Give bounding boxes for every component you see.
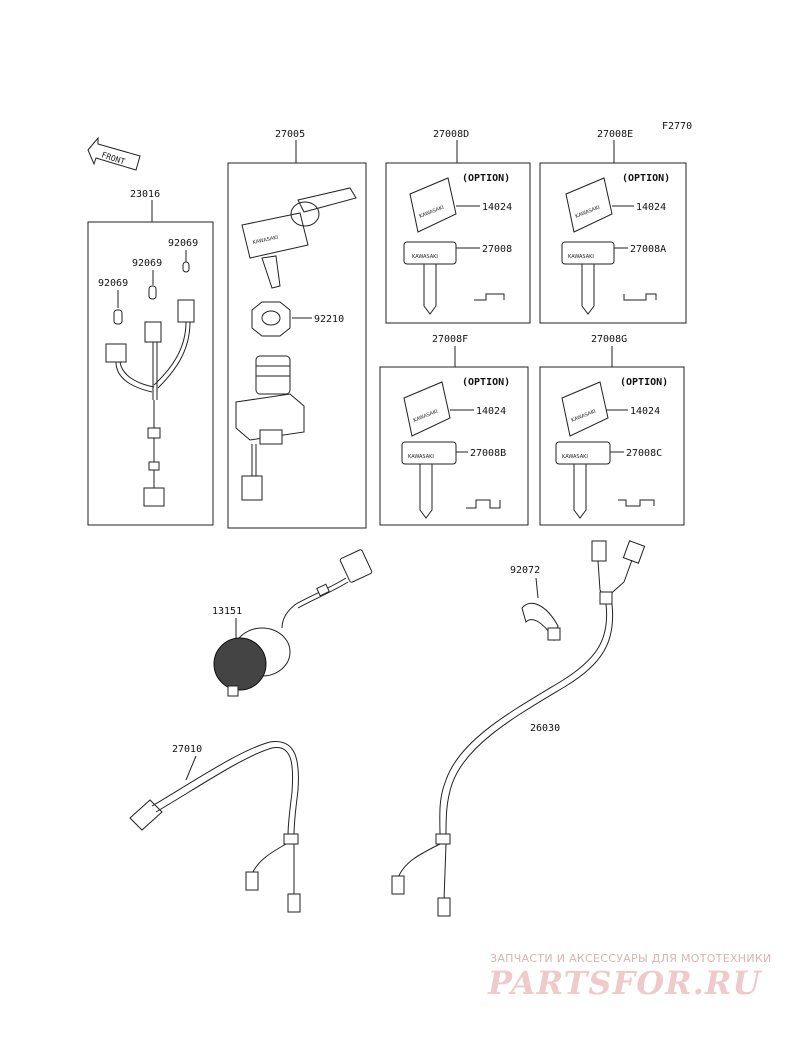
box-27008g bbox=[539, 366, 685, 526]
connector-27005 bbox=[241, 475, 263, 501]
front-arrow-icon: FRONT bbox=[87, 136, 141, 171]
nut-92210 bbox=[251, 301, 291, 337]
band-92072 bbox=[521, 603, 561, 642]
option-27008d: (OPTION) bbox=[462, 173, 510, 184]
label-27008f: 27008F bbox=[432, 334, 468, 345]
ignition-switch-body bbox=[235, 355, 305, 501]
switch-27010 bbox=[129, 741, 301, 913]
key-profile-27008b bbox=[466, 499, 501, 509]
socket-c bbox=[105, 343, 127, 363]
label-14024-g: 14024 bbox=[630, 406, 660, 417]
key-profile-27008 bbox=[474, 293, 505, 301]
label-27008b: 27008B bbox=[470, 448, 506, 459]
box-23016 bbox=[87, 221, 214, 526]
label-23016: 23016 bbox=[130, 189, 160, 200]
label-27008: 27008 bbox=[482, 244, 512, 255]
part-13151 bbox=[213, 549, 373, 697]
socket-a bbox=[177, 299, 195, 323]
key-profile-27008c bbox=[618, 499, 655, 507]
key-head-27008f: KAWASAKI bbox=[403, 381, 451, 437]
label-92210: 92210 bbox=[314, 314, 344, 325]
label-27008g: 27008G bbox=[591, 334, 627, 345]
box-27008e bbox=[539, 162, 687, 324]
label-92069-b: 92069 bbox=[132, 258, 162, 269]
bulb-socket-assembly bbox=[105, 250, 195, 507]
bulb-92069-b bbox=[148, 285, 157, 300]
label-92069-c: 92069 bbox=[98, 278, 128, 289]
label-14024-d: 14024 bbox=[482, 202, 512, 213]
label-14024-f: 14024 bbox=[476, 406, 506, 417]
key-head-27008d: KAWASAKI bbox=[409, 177, 457, 233]
key-brand-27005: KAWASAKI bbox=[252, 235, 279, 246]
key-blank-27008b: KAWASAKI bbox=[401, 441, 457, 519]
ignition-switch-key: KAWASAKI bbox=[241, 187, 357, 289]
bulb-92069-a bbox=[182, 261, 190, 273]
label-26030: 26030 bbox=[530, 723, 560, 734]
option-27008e: (OPTION) bbox=[622, 173, 670, 184]
box-27005 bbox=[227, 162, 367, 529]
key-profile-27008a bbox=[623, 293, 657, 301]
label-14024-e: 14024 bbox=[636, 202, 666, 213]
bulb-92069-c bbox=[113, 309, 123, 325]
svg-text:KAWASAKI: KAWASAKI bbox=[408, 454, 434, 460]
svg-text:KAWASAKI: KAWASAKI bbox=[568, 254, 594, 260]
watermark-tagline: ЗАПЧАСТИ И АКСЕССУАРЫ ДЛЯ МОТОТЕХНИКИ bbox=[490, 952, 772, 965]
socket-b bbox=[144, 321, 162, 343]
harness-26030 bbox=[391, 540, 646, 917]
connector-23016 bbox=[143, 487, 165, 507]
svg-text:KAWASAKI: KAWASAKI bbox=[412, 254, 438, 260]
figure-code: F2770 bbox=[662, 121, 692, 132]
watermark-site-logo: PARTSFOR.RU bbox=[488, 964, 762, 1002]
key-head-27008e: KAWASAKI bbox=[565, 177, 613, 233]
box-27008d bbox=[385, 162, 531, 324]
option-27008g: (OPTION) bbox=[620, 377, 668, 388]
key-head-27008g: KAWASAKI bbox=[561, 381, 609, 437]
label-27005: 27005 bbox=[275, 129, 305, 140]
label-27008c: 27008C bbox=[626, 448, 662, 459]
label-27008e: 27008E bbox=[597, 129, 633, 140]
key-blank-27008: KAWASAKI bbox=[403, 241, 457, 315]
label-13151: 13151 bbox=[212, 606, 242, 617]
svg-text:KAWASAKI: KAWASAKI bbox=[562, 454, 588, 460]
label-92069-a: 92069 bbox=[168, 238, 198, 249]
key-blank-27008a: KAWASAKI bbox=[561, 241, 615, 315]
key-blank-27008c: KAWASAKI bbox=[555, 441, 611, 519]
label-27010: 27010 bbox=[172, 744, 202, 755]
box-27008f bbox=[379, 366, 529, 526]
label-27008a: 27008A bbox=[630, 244, 666, 255]
option-27008f: (OPTION) bbox=[462, 377, 510, 388]
label-27008d: 27008D bbox=[433, 129, 469, 140]
leader-27010 bbox=[185, 755, 197, 781]
leader-92072 bbox=[535, 577, 539, 599]
label-92072: 92072 bbox=[510, 565, 540, 576]
